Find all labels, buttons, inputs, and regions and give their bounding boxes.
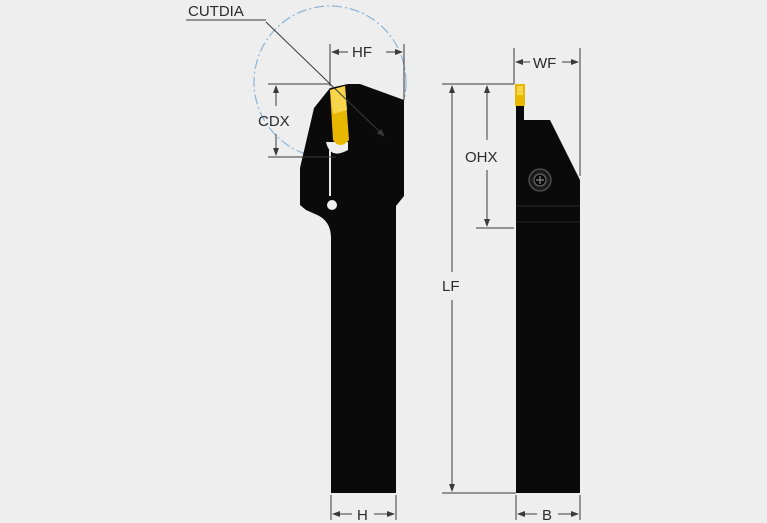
- ohx-label: OHX: [465, 149, 498, 166]
- cdx-label: CDX: [258, 113, 290, 130]
- side-insert-highlight: [517, 86, 523, 95]
- relief-hole: [327, 200, 337, 210]
- lf-label: LF: [442, 278, 460, 295]
- cutdia-leader: [265, 21, 385, 137]
- front-view: CUTDIA HF CDX H: [186, 3, 407, 523]
- cutdia-label: CUTDIA: [188, 3, 244, 20]
- wf-label: WF: [533, 55, 556, 72]
- front-insert-highlight: [330, 86, 347, 114]
- h-label: H: [357, 507, 368, 523]
- insert-seat-notch: [326, 142, 348, 154]
- side-view: WF OHX LF B: [442, 48, 581, 523]
- front-tool-body: [300, 84, 404, 493]
- b-label: B: [542, 507, 552, 523]
- side-tool-body: [516, 104, 580, 493]
- cutting-diameter-circle: [253, 5, 407, 159]
- clamp-screw-icon: [528, 168, 552, 192]
- hf-label: HF: [352, 44, 372, 61]
